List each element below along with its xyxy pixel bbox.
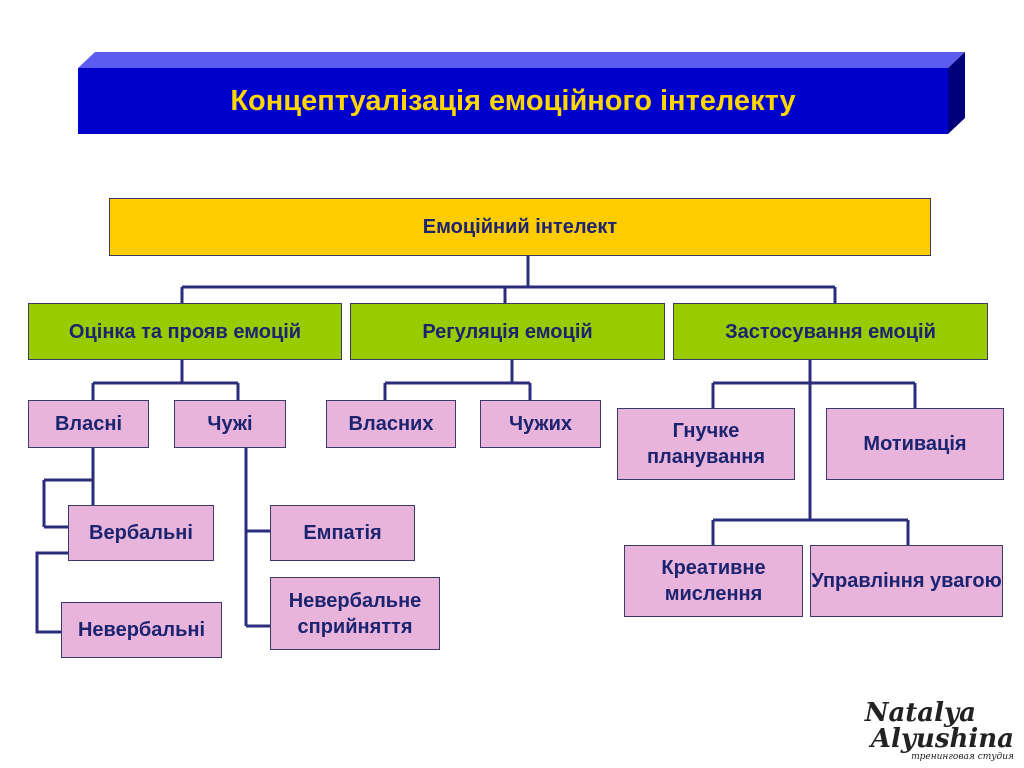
node-attention-management: Управління увагою <box>810 545 1003 617</box>
branch-appraisal: Оцінка та прояв емоцій <box>28 303 342 360</box>
node-own: Власні <box>28 400 149 448</box>
node-motivation: Мотивація <box>826 408 1004 480</box>
node-creative-thinking: Креативне мислення <box>624 545 803 617</box>
logo-line1: Natalya <box>864 698 976 728</box>
branch-utilization: Застосування емоцій <box>673 303 988 360</box>
logo-tagline: тренинговая студия <box>911 752 1014 762</box>
logo-line2: Alyushina <box>870 724 1014 754</box>
node-others: Чужі <box>174 400 286 448</box>
title-banner <box>78 52 965 134</box>
node-flexible-planning: Гнучке планування <box>617 408 795 480</box>
studio-logo: Natalya Alyushina тренинговая студия <box>865 700 1014 762</box>
node-others-regulation: Чужих <box>480 400 601 448</box>
node-empathy: Емпатія <box>270 505 415 561</box>
branch-regulation: Регуляція емоцій <box>350 303 665 360</box>
node-nonverbal-perception: Невербальне сприйняття <box>270 577 440 650</box>
page-title: Концептуалізація емоційного інтелекту <box>230 84 796 117</box>
node-own-regulation: Власних <box>326 400 456 448</box>
node-verbal: Вербальні <box>68 505 214 561</box>
root-node: Емоційний інтелект <box>109 198 931 256</box>
node-nonverbal: Невербальні <box>61 602 222 658</box>
